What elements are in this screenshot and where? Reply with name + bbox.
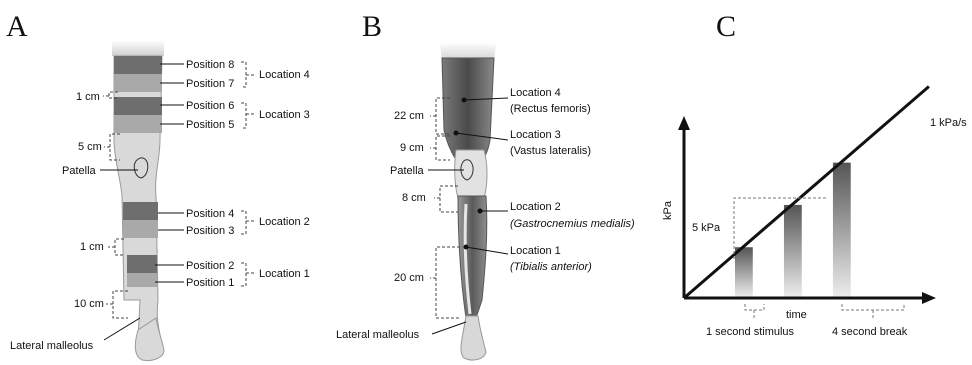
break-bracket — [842, 304, 904, 318]
stimulus-bar-2 — [784, 205, 802, 297]
a-spacing-10cm: 10 cm — [74, 298, 104, 310]
b-spacing-9cm: 9 cm — [400, 142, 424, 154]
a-position-7: Position 7 — [186, 78, 234, 90]
a-position-5: Position 5 — [186, 119, 234, 131]
a-position-3: Position 3 — [186, 225, 234, 237]
b-malleolus-label: Lateral malleolus — [336, 329, 420, 341]
b-location-4: Location 4 — [510, 87, 561, 99]
b-location-1: Location 1 — [510, 245, 561, 257]
a-malleolus-label: Lateral malleolus — [10, 340, 94, 352]
b-location-4-muscle: (Rectus femoris) — [510, 103, 591, 115]
b-location-3: Location 3 — [510, 129, 561, 141]
b-spacing-22cm: 22 cm — [394, 110, 424, 122]
stimulus-bracket — [745, 304, 764, 318]
c-xlabel: time — [786, 309, 807, 321]
a-position-2: Position 2 — [186, 260, 234, 272]
b-location-2-muscle: (Gastrocnemius medialis) — [510, 218, 635, 230]
ramp-line — [684, 86, 929, 298]
c-step-label: 5 kPa — [692, 222, 721, 234]
b-spacing-8cm: 8 cm — [402, 192, 426, 204]
a-location-3: Location 3 — [259, 109, 310, 121]
panel-b-leg — [440, 42, 496, 360]
a-spacing-5cm: 5 cm — [78, 141, 102, 153]
a-location-1: Location 1 — [259, 268, 310, 280]
panel-a-leg — [112, 40, 164, 361]
panel-a-letter: A — [6, 10, 28, 43]
a-position-1: Position 1 — [186, 277, 234, 289]
a-spacing-1cm-top: 1 cm — [76, 91, 100, 103]
b-location-2: Location 2 — [510, 201, 561, 213]
c-rate-label: 1 kPa/s — [930, 117, 967, 129]
a-patella-label: Patella — [62, 165, 97, 177]
panel-c-chart — [678, 86, 936, 318]
stimulus-bar-3 — [833, 163, 851, 297]
a-position-4: Position 4 — [186, 208, 234, 220]
y-axis-arrow — [678, 116, 690, 130]
b-location-1-muscle: (Tibialis anterior) — [510, 261, 592, 273]
a-position-6: Position 6 — [186, 100, 234, 112]
a-spacing-1cm-bottom: 1 cm — [80, 241, 104, 253]
c-break-label: 4 second break — [832, 326, 908, 338]
c-ylabel: kPa — [662, 200, 674, 220]
panel-c-letter: C — [716, 10, 736, 43]
a-location-2: Location 2 — [259, 216, 310, 228]
a-position-8: Position 8 — [186, 59, 234, 71]
a-location-4: Location 4 — [259, 69, 310, 81]
b-location-3-muscle: (Vastus lateralis) — [510, 145, 591, 157]
panel-b-letter: B — [362, 10, 382, 43]
stimulus-bar-1 — [735, 247, 753, 296]
b-spacing-20cm: 20 cm — [394, 272, 424, 284]
x-axis-arrow — [922, 292, 936, 304]
b-patella-label: Patella — [390, 165, 425, 177]
c-stimulus-label: 1 second stimulus — [706, 326, 795, 338]
